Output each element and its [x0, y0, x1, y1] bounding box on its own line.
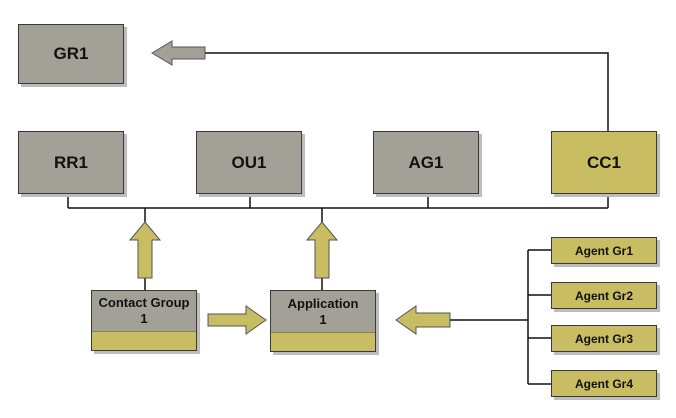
node-agent-gr3: Agent Gr3	[551, 325, 657, 352]
node-rr1: RR1	[18, 131, 124, 194]
arrow-right-to-application	[207, 305, 267, 335]
contact-group-label: Contact Group 1	[98, 295, 190, 326]
node-ou1: OU1	[196, 131, 302, 194]
node-ag1: AG1	[373, 131, 479, 194]
application-band	[271, 332, 375, 351]
node-agent-gr4: Agent Gr4	[551, 370, 657, 397]
arrow-up-contact-group	[128, 221, 162, 279]
arrow-up-application	[305, 221, 339, 279]
node-cc1: CC1	[551, 131, 657, 194]
node-gr1: GR1	[18, 24, 124, 84]
contact-group-band	[92, 331, 196, 350]
node-agent-gr1: Agent Gr1	[551, 237, 657, 264]
arrow-left-gr1	[151, 40, 206, 66]
node-application: Application 1	[270, 290, 376, 352]
application-label: Application 1	[287, 295, 359, 327]
node-contact-group: Contact Group 1	[91, 290, 197, 351]
arrow-left-to-application	[395, 305, 451, 335]
node-agent-gr2: Agent Gr2	[551, 282, 657, 309]
connector-cc1-gr1	[205, 52, 609, 131]
